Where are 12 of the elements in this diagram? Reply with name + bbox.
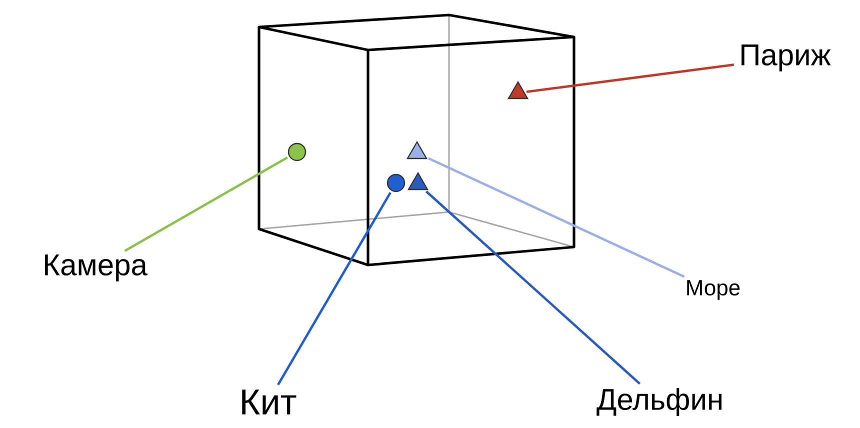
label-text: Дельфин	[596, 388, 722, 416]
leader-line	[428, 157, 685, 278]
label-text: Кит	[242, 390, 296, 414]
label-text: Море	[687, 280, 740, 300]
circle-marker	[386, 174, 406, 192]
leader-line	[425, 190, 641, 385]
leader-line	[124, 156, 288, 252]
label-text: Париж	[742, 44, 831, 72]
leader-line	[526, 63, 734, 94]
circle-marker	[288, 142, 306, 162]
leader-line	[277, 192, 392, 386]
label-text: Камера	[45, 254, 148, 282]
